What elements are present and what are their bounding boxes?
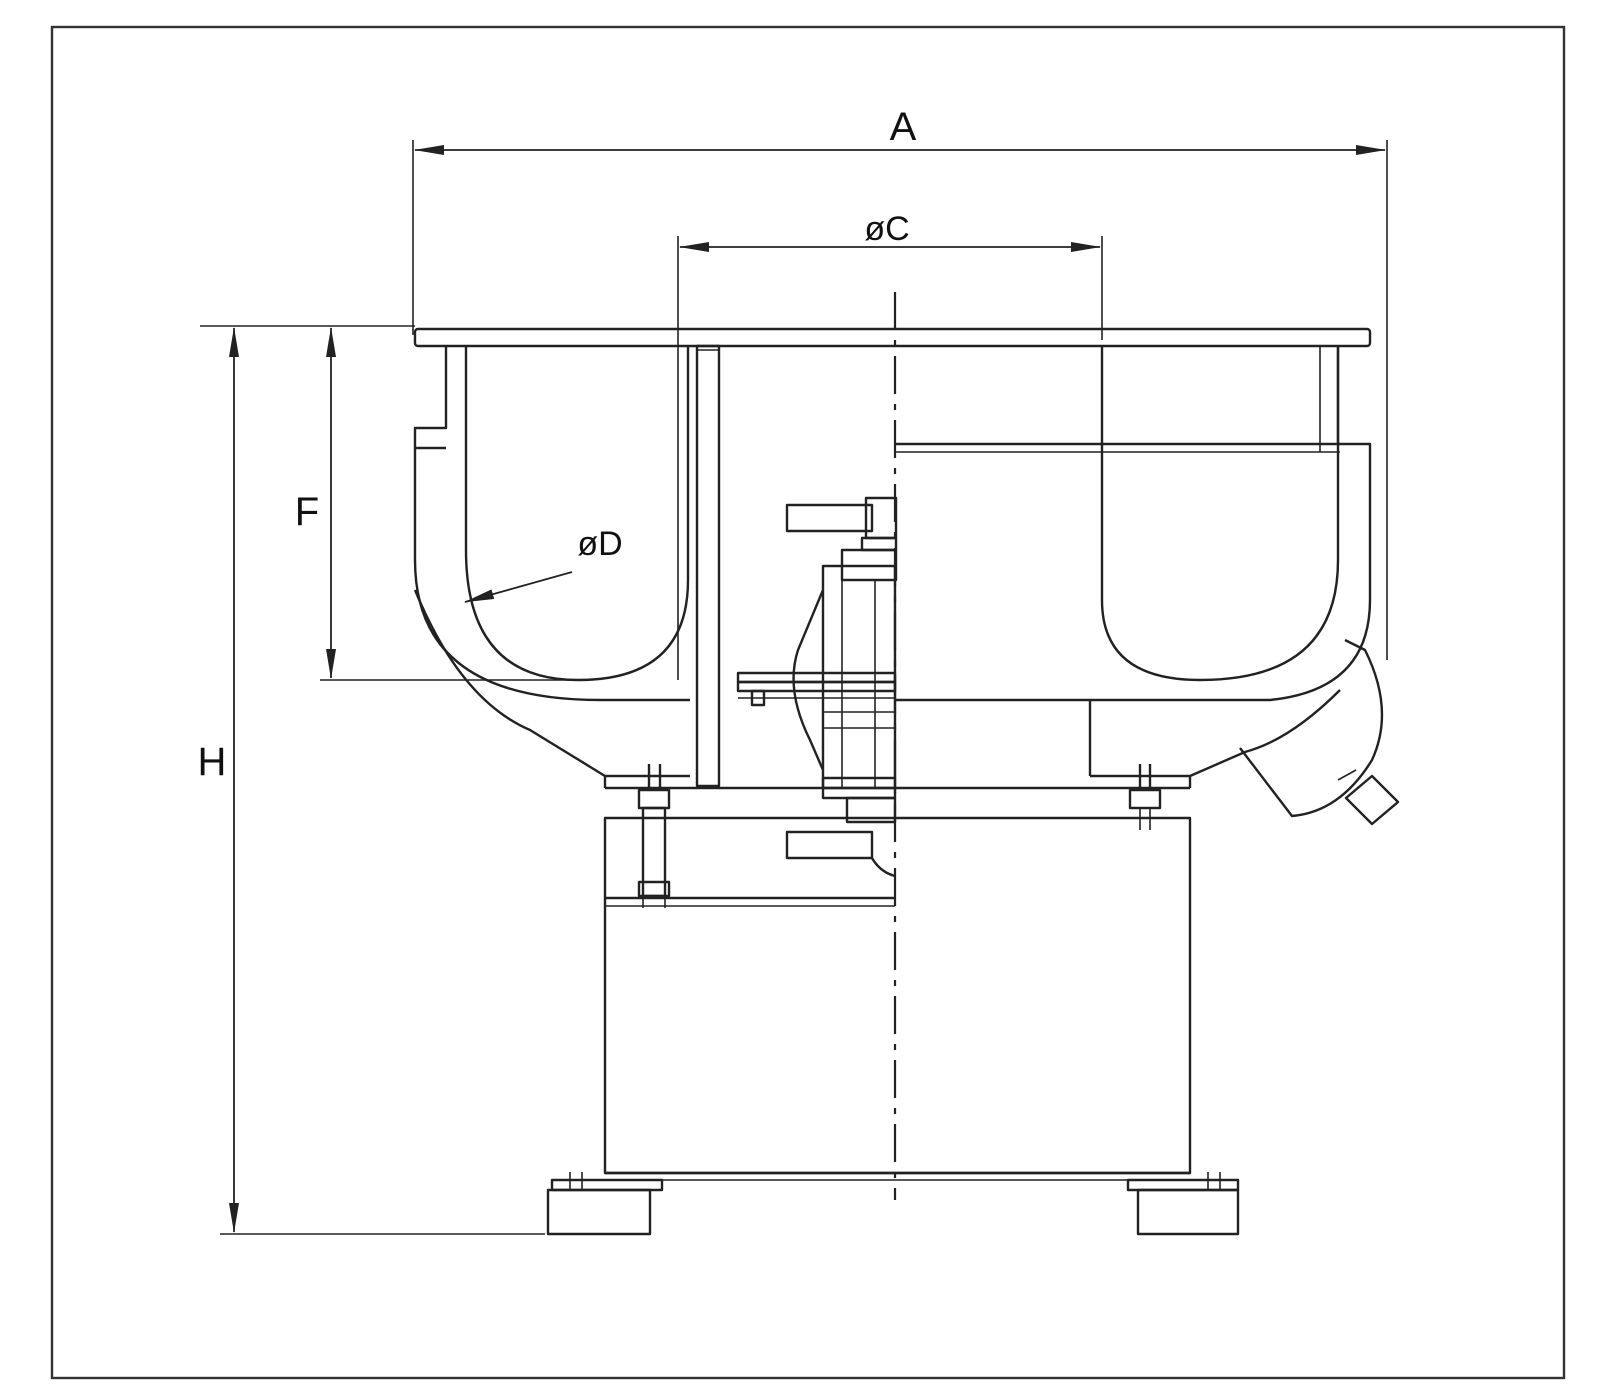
dimension-label-h: H bbox=[198, 740, 227, 784]
bowl bbox=[413, 327, 1400, 826]
dimension-label-c: øC bbox=[864, 210, 909, 248]
drive-unit bbox=[605, 496, 1190, 908]
base-cabinet bbox=[603, 816, 1192, 1181]
drawing-frame bbox=[50, 25, 1566, 1380]
dimension-label-a: A bbox=[890, 105, 917, 149]
dimension-c: øC bbox=[677, 210, 1103, 680]
feet bbox=[546, 1172, 1240, 1236]
dimension-label-f: F bbox=[295, 490, 319, 534]
dimension-h: H bbox=[198, 327, 545, 1235]
dimension-d: øD bbox=[464, 525, 623, 603]
dimension-label-d: øD bbox=[577, 525, 622, 563]
dimension-a: A bbox=[412, 105, 1388, 660]
dimension-f: F bbox=[200, 325, 575, 681]
